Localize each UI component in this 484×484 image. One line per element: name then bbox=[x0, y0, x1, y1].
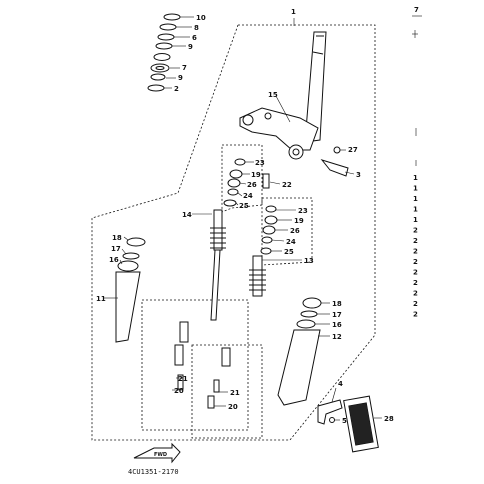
margin-mark: 1 bbox=[413, 206, 418, 214]
callout-14: 14 bbox=[182, 211, 192, 219]
left-fork-group-outline bbox=[221, 144, 263, 213]
left-callout-18: 18 bbox=[112, 234, 122, 242]
leader-lines bbox=[104, 16, 382, 421]
callout-27: 27 bbox=[348, 146, 358, 154]
callout-7: 7 bbox=[182, 64, 187, 72]
right-callout-16: 16 bbox=[332, 321, 342, 329]
left-callout-17: 17 bbox=[111, 245, 121, 253]
margin-mark: 2 bbox=[413, 227, 418, 235]
fwd-arrow-label: FWD bbox=[154, 452, 167, 458]
left-seal-stack bbox=[223, 158, 246, 207]
margin-mark-top: 7 bbox=[414, 6, 419, 14]
fwd-arrow[interactable]: FWD bbox=[133, 442, 181, 464]
left-lower-rod bbox=[174, 321, 189, 390]
callout-13: 13 bbox=[304, 257, 314, 265]
callout-9b: 9 bbox=[178, 74, 183, 82]
margin-mark: 2 bbox=[413, 269, 418, 277]
left-callout-20: 20 bbox=[174, 387, 184, 395]
callout-8: 8 bbox=[194, 24, 199, 32]
left-outer-tube bbox=[115, 237, 146, 343]
margin-mark: 1 bbox=[413, 174, 418, 182]
callout-6: 6 bbox=[192, 34, 197, 42]
margin-mark: 1 bbox=[413, 195, 418, 203]
right-lower-rod bbox=[207, 347, 231, 409]
right-outer-tube bbox=[277, 297, 322, 406]
callout-12: 12 bbox=[332, 333, 342, 341]
margin-mark: 2 bbox=[413, 290, 418, 298]
bearing-parts-stack bbox=[147, 13, 181, 92]
left-callout-19: 19 bbox=[251, 171, 261, 179]
callout-11: 11 bbox=[96, 295, 106, 303]
left-lower-group-outline bbox=[141, 299, 249, 431]
right-callout-23: 23 bbox=[298, 207, 308, 215]
margin-mark: 2 bbox=[413, 258, 418, 266]
left-callout-23: 23 bbox=[255, 159, 265, 167]
reflector bbox=[343, 395, 379, 453]
left-callout-24: 24 bbox=[243, 192, 253, 200]
callout-labels: 1 10 8 6 9 7 9 2 15 27 3 22 23 19 26 24 … bbox=[96, 8, 394, 425]
margin-reference-column: 7 1 1 1 1 1 2 2 2 2 2 2 2 2 2 bbox=[412, 6, 422, 319]
callout-9a: 9 bbox=[188, 43, 193, 51]
left-callout-25: 25 bbox=[239, 202, 249, 210]
callout-2: 2 bbox=[174, 85, 179, 93]
left-callout-21: 21 bbox=[178, 375, 188, 383]
steering-stem bbox=[304, 31, 327, 143]
margin-mark: 2 bbox=[413, 237, 418, 245]
cable-guide bbox=[320, 146, 349, 177]
right-callout-19: 19 bbox=[294, 217, 304, 225]
right-callout-20: 20 bbox=[228, 403, 238, 411]
right-fork-group-outline bbox=[261, 197, 313, 266]
margin-mark: 2 bbox=[413, 300, 418, 308]
callout-3: 3 bbox=[356, 171, 361, 179]
under-bracket bbox=[239, 107, 319, 160]
right-callout-26: 26 bbox=[290, 227, 300, 235]
margin-mark: 2 bbox=[413, 279, 418, 287]
callout-22: 22 bbox=[282, 181, 292, 189]
callout-28: 28 bbox=[384, 415, 394, 423]
callout-15: 15 bbox=[268, 91, 278, 99]
right-callout-25: 25 bbox=[284, 248, 294, 256]
right-damper-rod bbox=[249, 255, 266, 297]
right-callout-21: 21 bbox=[230, 389, 240, 397]
callout-1: 1 bbox=[291, 8, 296, 16]
diagram-code: 4CU1351-2170 bbox=[128, 468, 179, 476]
callout-4: 4 bbox=[338, 380, 343, 388]
callout-5: 5 bbox=[342, 417, 347, 425]
left-damper-rod bbox=[210, 209, 226, 321]
right-seal-stack bbox=[260, 205, 278, 255]
hose-bracket bbox=[317, 399, 343, 425]
callout-10: 10 bbox=[196, 14, 206, 22]
bolt-22-shape bbox=[262, 173, 270, 189]
left-callout-16: 16 bbox=[109, 256, 119, 264]
left-callout-26: 26 bbox=[247, 181, 257, 189]
right-callout-24: 24 bbox=[286, 238, 296, 246]
assembly-outline bbox=[91, 24, 376, 441]
right-callout-18: 18 bbox=[332, 300, 342, 308]
right-lower-group-outline bbox=[191, 344, 263, 439]
right-callout-17: 17 bbox=[332, 311, 342, 319]
margin-mark: 2 bbox=[413, 311, 418, 319]
margin-mark: 1 bbox=[413, 216, 418, 224]
margin-mark: 1 bbox=[413, 185, 418, 193]
margin-mark: 2 bbox=[413, 248, 418, 256]
